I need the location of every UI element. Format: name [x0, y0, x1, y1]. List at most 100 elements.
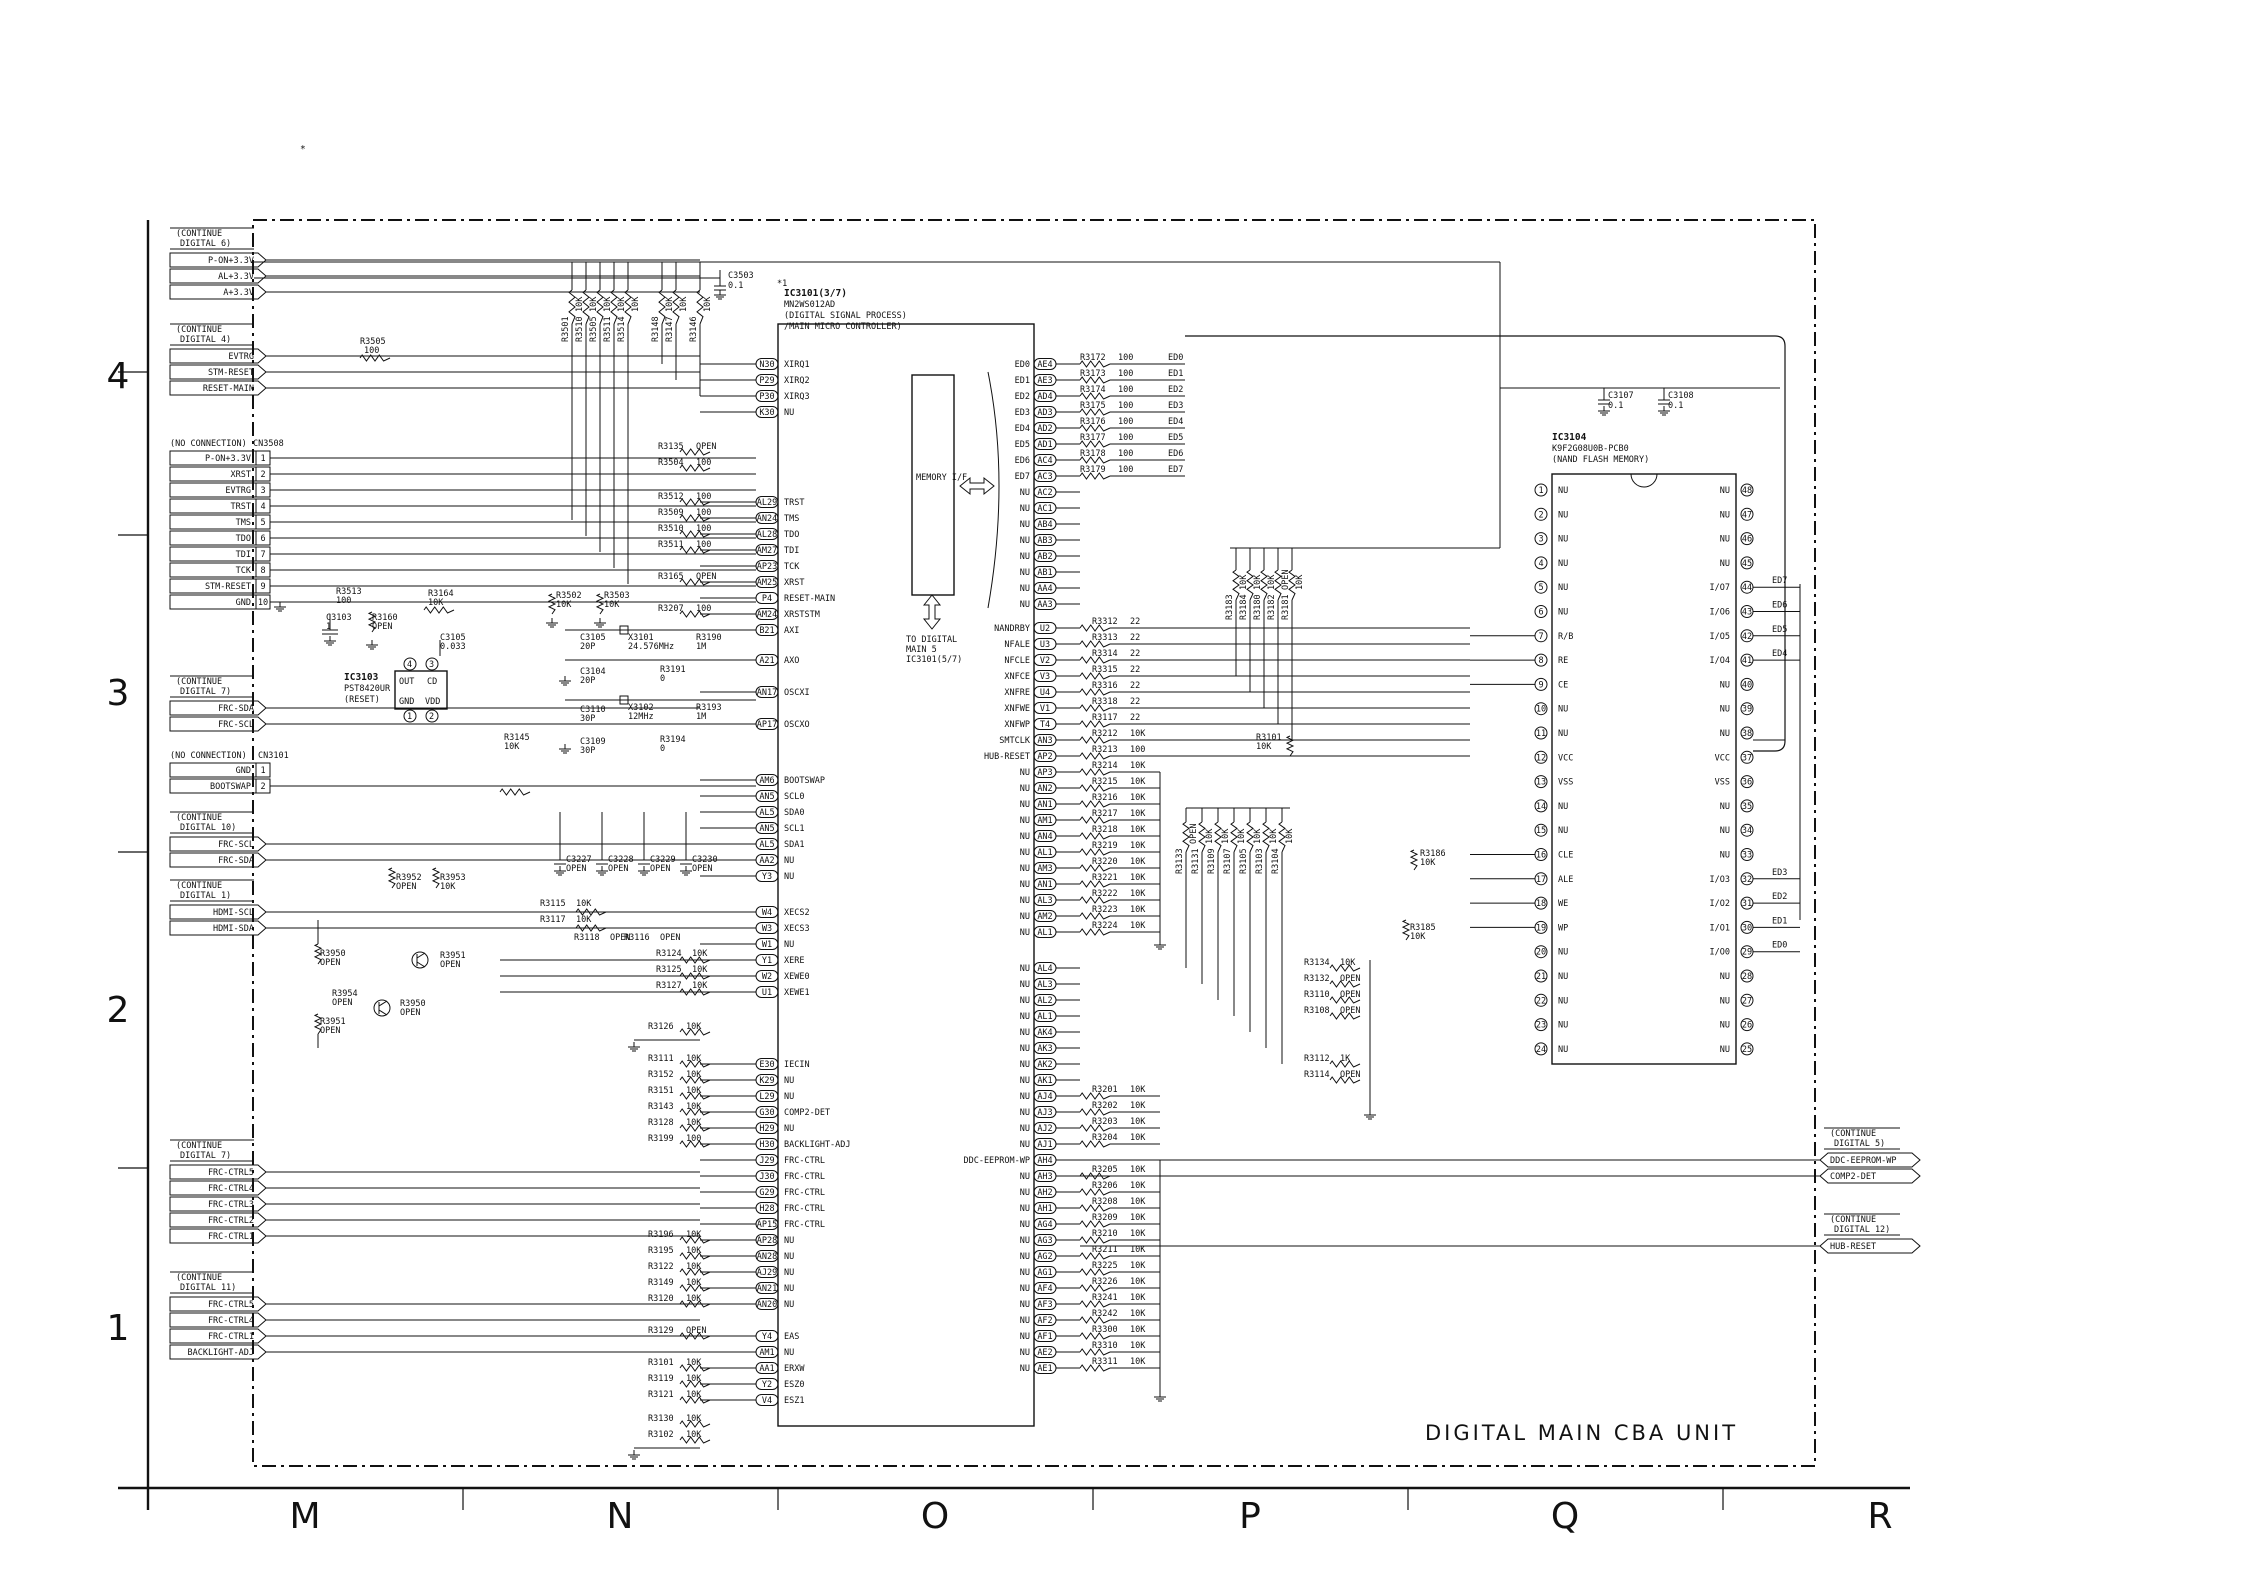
- grid-row-2: 2: [107, 990, 130, 1031]
- ic3101-left-pin-id: AN17: [757, 688, 777, 698]
- ic3101-left-pin-id: AA1: [759, 1364, 774, 1374]
- ic3101-part: MN2WS012AD: [784, 300, 835, 310]
- ic3101-right-pin-id: AD2: [1037, 424, 1052, 434]
- low-res-val: 10K: [686, 1278, 702, 1288]
- bottom-res-val: OPEN: [686, 1326, 706, 1336]
- ic3104-pin-name: WP: [1558, 923, 1568, 933]
- bottom-res-val: 10K: [686, 1374, 702, 1384]
- ed-res-val: 100: [1118, 385, 1133, 395]
- crystal-val: 20P: [580, 642, 595, 652]
- transistor-symbol: [411, 951, 429, 969]
- pullup-ref: R3505: [589, 316, 599, 342]
- ic3101-left-pin-name: OSCXO: [784, 720, 810, 730]
- ic3104-pin-num: 45: [1742, 559, 1752, 569]
- ic3104-pin-name: NU: [1558, 583, 1568, 593]
- i2c-cap-ref: C3229: [650, 855, 676, 865]
- ed-res-ref: R3172: [1080, 353, 1106, 363]
- ic3101-right-pin-id: AL4: [1037, 964, 1052, 974]
- port-signal: FRC-CTRL1: [208, 1332, 254, 1342]
- nu-res-ref: R3203: [1092, 1117, 1118, 1127]
- crystal-ref: C3104: [580, 667, 606, 677]
- xecs-res-ref: R3118: [574, 933, 600, 943]
- bottom-res-ref: R3129: [648, 1326, 674, 1336]
- al-res-val: OPEN: [1340, 1006, 1360, 1016]
- jtag-res-ref: R3512: [658, 492, 684, 502]
- nu-res-val: 10K: [1130, 1181, 1146, 1191]
- nu-res-ref: R3310: [1092, 1341, 1118, 1351]
- al-res-ref: R3112: [1304, 1054, 1330, 1064]
- ic3103-n3: 1: [407, 712, 412, 722]
- nf-res-ref: R3318: [1092, 697, 1118, 707]
- c3108-val: 0.1: [1668, 401, 1683, 411]
- ic3104-pin-num: 16: [1536, 851, 1546, 861]
- port-signal: RESET-MAIN: [203, 384, 254, 394]
- ic3101-right-pin-name: ED5: [1015, 440, 1030, 450]
- nf-res-val: 22: [1130, 713, 1140, 723]
- ic3101-left-pin-name: NU: [784, 1124, 794, 1134]
- ic3101-left-pin-id: V4: [762, 1396, 772, 1406]
- ic3104-pin-name: NU: [1720, 802, 1730, 812]
- low-res-ref: R3195: [648, 1246, 674, 1256]
- ic3101-left-pin-id: AP23: [757, 562, 777, 572]
- xecs-res-val: OPEN: [660, 933, 680, 943]
- ic3101-right-pin-name: NU: [1020, 520, 1030, 530]
- grid-col-N: N: [607, 1496, 634, 1537]
- crystal-val: 0: [660, 674, 665, 684]
- ic3101-right-pin-name: HUB-RESET: [984, 752, 1030, 762]
- nu-res-val: 10K: [1130, 1245, 1146, 1255]
- v-pullup-ref: R3103: [1255, 848, 1265, 874]
- q-part-val: OPEN: [320, 958, 340, 968]
- mid-res-ref: R3199: [648, 1134, 674, 1144]
- ic3101-right-pin-name: NU: [1020, 1108, 1030, 1118]
- port-signal: HDMI-SDA: [213, 924, 254, 934]
- bottom-res-val: 10K: [686, 1358, 702, 1368]
- reset-part-ref: C3105: [440, 633, 466, 643]
- xecs-res-ref: R3125: [656, 965, 682, 975]
- nu-res-val: 10K: [1130, 825, 1146, 835]
- q-part-val: OPEN: [440, 960, 460, 970]
- port-signal: FRC-CTRL4: [208, 1184, 254, 1194]
- nu-res-ref: R3221: [1092, 873, 1118, 883]
- grid-row-3: 3: [107, 673, 130, 714]
- nu-res-val: 10K: [1130, 889, 1146, 899]
- ic3101-right-pin-id: AK3: [1037, 1044, 1052, 1054]
- ic3104-pin-num: 5: [1538, 583, 1543, 593]
- port-signal: STM-RESET: [208, 368, 254, 378]
- ic3104-pin-num: 11: [1536, 729, 1546, 739]
- nu-res-val: 10K: [1130, 841, 1146, 851]
- ic3104-pin-num: 19: [1536, 923, 1546, 933]
- ic3104-body: [1551, 473, 1737, 1065]
- to-digital-3: IC3101(5/7): [906, 655, 962, 665]
- ic3101-right-pin-id: AH3: [1037, 1172, 1052, 1182]
- c3107-val: 0.1: [1608, 401, 1623, 411]
- nu-res-val: 10K: [1130, 857, 1146, 867]
- grid-col-O: O: [921, 1496, 949, 1537]
- ic3104-pin-num: 2: [1538, 510, 1543, 520]
- ic3101-right-pin-name: NU: [1020, 816, 1030, 826]
- ic3101-left-pin-name: AXI: [784, 626, 799, 636]
- ic3101-right-pin-id: AG3: [1037, 1236, 1052, 1246]
- continue-target: DIGITAL 11): [180, 1283, 236, 1293]
